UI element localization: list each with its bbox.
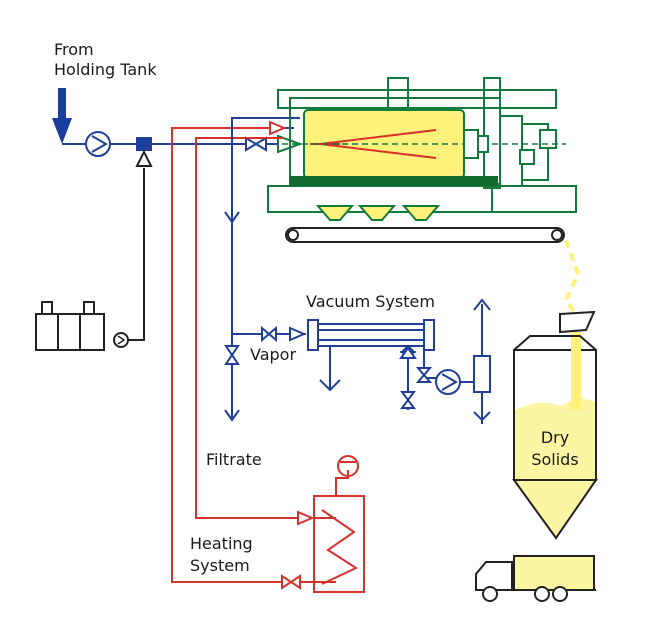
falling-solids bbox=[563, 239, 582, 322]
vapor-filtrate-line bbox=[231, 118, 306, 418]
additive-line bbox=[123, 168, 145, 341]
dry-solids-label-line1: Dry bbox=[540, 428, 570, 447]
heating-valve-icon bbox=[281, 574, 301, 590]
discharge-hoppers-icon bbox=[315, 205, 441, 221]
feed-pump-icon bbox=[85, 131, 111, 157]
separator-icon bbox=[473, 355, 491, 393]
additive-tanks-icon bbox=[35, 301, 105, 351]
vapor-valve-icon bbox=[224, 345, 240, 365]
truck-icon bbox=[475, 555, 596, 602]
silo-icon bbox=[512, 310, 598, 540]
heating-loop bbox=[171, 127, 336, 583]
from-label-line1: From bbox=[54, 40, 94, 59]
vacuum-valve-c-icon bbox=[415, 367, 433, 383]
heating-label-line1: Heating bbox=[190, 534, 253, 553]
additive-check-icon bbox=[135, 149, 153, 167]
heating-label-line2: System bbox=[190, 556, 250, 575]
vapor-label: Vapor bbox=[250, 345, 297, 364]
conveyor-icon bbox=[285, 227, 565, 243]
dryer-shaft-icon bbox=[463, 129, 489, 159]
inlet-arrow bbox=[52, 88, 72, 144]
vacuum-valve-b-icon bbox=[400, 391, 416, 409]
heating-inlet-arrow-icon bbox=[297, 510, 315, 526]
condenser-icon bbox=[307, 319, 435, 351]
vacuum-system-label: Vacuum System bbox=[306, 292, 435, 311]
mixer-block-icon bbox=[136, 137, 152, 151]
vacuum-check-icon bbox=[399, 346, 417, 359]
from-label-line2: Holding Tank bbox=[54, 60, 157, 79]
dryer-frame-icon bbox=[267, 77, 577, 213]
heater-icon bbox=[313, 455, 365, 593]
condenser-inlet-arrow-icon bbox=[289, 326, 307, 342]
feed-valve-icon bbox=[245, 136, 267, 152]
dry-solids-label-line2: Solids bbox=[531, 450, 579, 469]
filtrate-label: Filtrate bbox=[206, 450, 262, 469]
dryer-heater-bar-icon bbox=[290, 176, 498, 186]
vacuum-pump-icon bbox=[435, 369, 461, 395]
vacuum-inlet-valve-icon bbox=[261, 325, 277, 343]
drip-marker-icon bbox=[224, 211, 240, 422]
additive-pump-icon bbox=[113, 332, 129, 348]
heating-supply-arrow-icon bbox=[269, 120, 287, 136]
